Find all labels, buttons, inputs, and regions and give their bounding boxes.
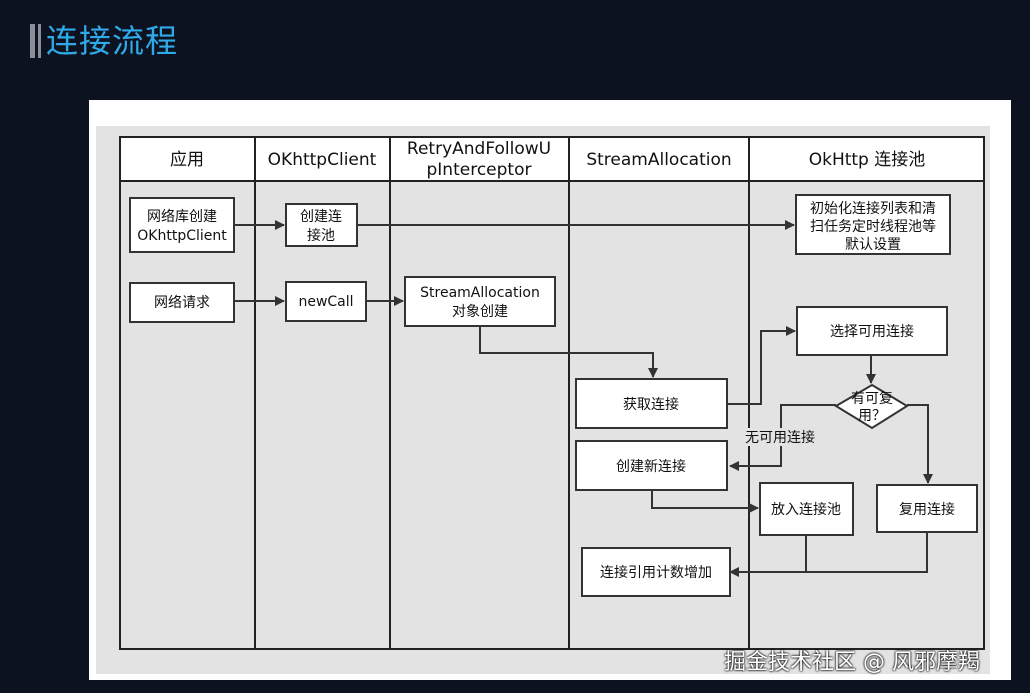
node-put-pool-label: 放入连接池	[771, 501, 841, 518]
title-accent-bar	[30, 24, 38, 58]
lane-header-connection-pool: OkHttp 连接池	[809, 150, 926, 170]
node-app-create-line1: 网络库创建	[147, 209, 217, 225]
title-accent-bar-2	[38, 24, 41, 58]
node-reuse-decision-line2: 用？	[858, 408, 886, 424]
node-get-conn-label: 获取连接	[623, 396, 679, 413]
node-select-conn	[796, 306, 948, 356]
node-init-pool	[795, 194, 951, 255]
swimlane-frame	[119, 136, 985, 650]
lane-header-app: 应用	[170, 150, 204, 170]
node-get-conn	[575, 378, 728, 429]
page-title: 连接流程	[46, 22, 179, 60]
arrow-sa-to-getconn	[479, 326, 658, 378]
lane-header-okhttpclient: OKhttpClient	[268, 150, 377, 170]
node-create-new-label: 创建新连接	[616, 458, 686, 475]
node-app-create	[129, 197, 235, 253]
arrow-getconn-to-select	[727, 326, 796, 405]
node-select-conn-label: 选择可用连接	[830, 323, 914, 340]
arrow-decision-yes	[907, 404, 933, 484]
node-new-call	[285, 281, 367, 322]
watermark: 掘金技术社区 @ 风邪摩羯	[724, 650, 980, 675]
node-create-pool-line1: 创建连	[300, 209, 342, 225]
node-sa-create-line1: StreamAllocation	[420, 285, 540, 301]
node-create-new	[575, 440, 728, 491]
node-app-create-line2: OKhttpClient	[137, 228, 227, 244]
arrow-create-to-pool	[651, 490, 759, 513]
node-sa-create	[404, 276, 556, 327]
node-reuse-decision-line1: 有可复	[851, 390, 893, 407]
lane-header-retry-line2: pInterceptor	[427, 160, 532, 180]
node-new-call-label: newCall	[298, 294, 353, 310]
node-reuse	[876, 484, 978, 533]
node-create-pool-line2: 接池	[307, 227, 335, 244]
node-create-pool	[285, 203, 358, 247]
node-reuse-label: 复用连接	[899, 501, 955, 518]
node-init-pool-line2: 扫任务定时线程池等	[810, 218, 936, 235]
connectors	[234, 220, 933, 577]
node-ref-count-label: 连接引用计数增加	[600, 564, 712, 581]
node-net-request	[129, 282, 235, 323]
node-net-request-label: 网络请求	[154, 295, 210, 311]
arrow-pool-to-ref	[729, 535, 807, 577]
node-init-pool-line1: 初始化连接列表和清	[810, 200, 936, 217]
node-sa-create-line2: 对象创建	[452, 304, 508, 320]
edge-label-no-conn: 无可用连接	[745, 429, 815, 446]
node-ref-count	[581, 547, 731, 597]
lane-header-retry-line1: RetryAndFollowU	[407, 139, 551, 159]
arrow-reuse-to-ref	[806, 532, 928, 573]
edge-label-bg	[742, 428, 818, 446]
node-init-pool-line3: 默认设置	[845, 237, 901, 253]
lane-header-streamallocation: StreamAllocation	[586, 150, 731, 170]
node-put-pool	[759, 482, 854, 536]
node-reuse-decision	[834, 383, 909, 430]
